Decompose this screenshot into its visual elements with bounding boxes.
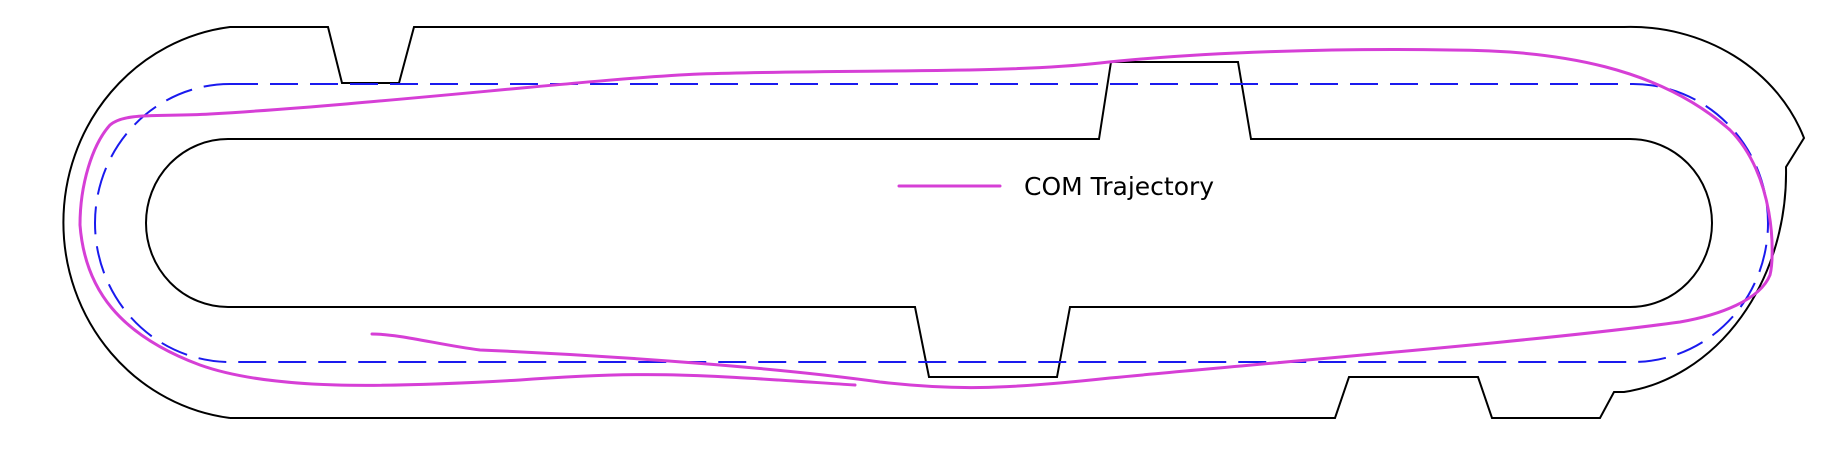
com-trajectory-path	[78, 48, 1774, 390]
legend-label-com-trajectory: COM Trajectory	[1024, 172, 1214, 201]
inner-track-boundary	[145, 61, 1713, 378]
reference-path	[94, 83, 1769, 363]
outer-track-boundary	[62, 25, 1806, 419]
legend: COM Trajectory	[897, 172, 1214, 201]
